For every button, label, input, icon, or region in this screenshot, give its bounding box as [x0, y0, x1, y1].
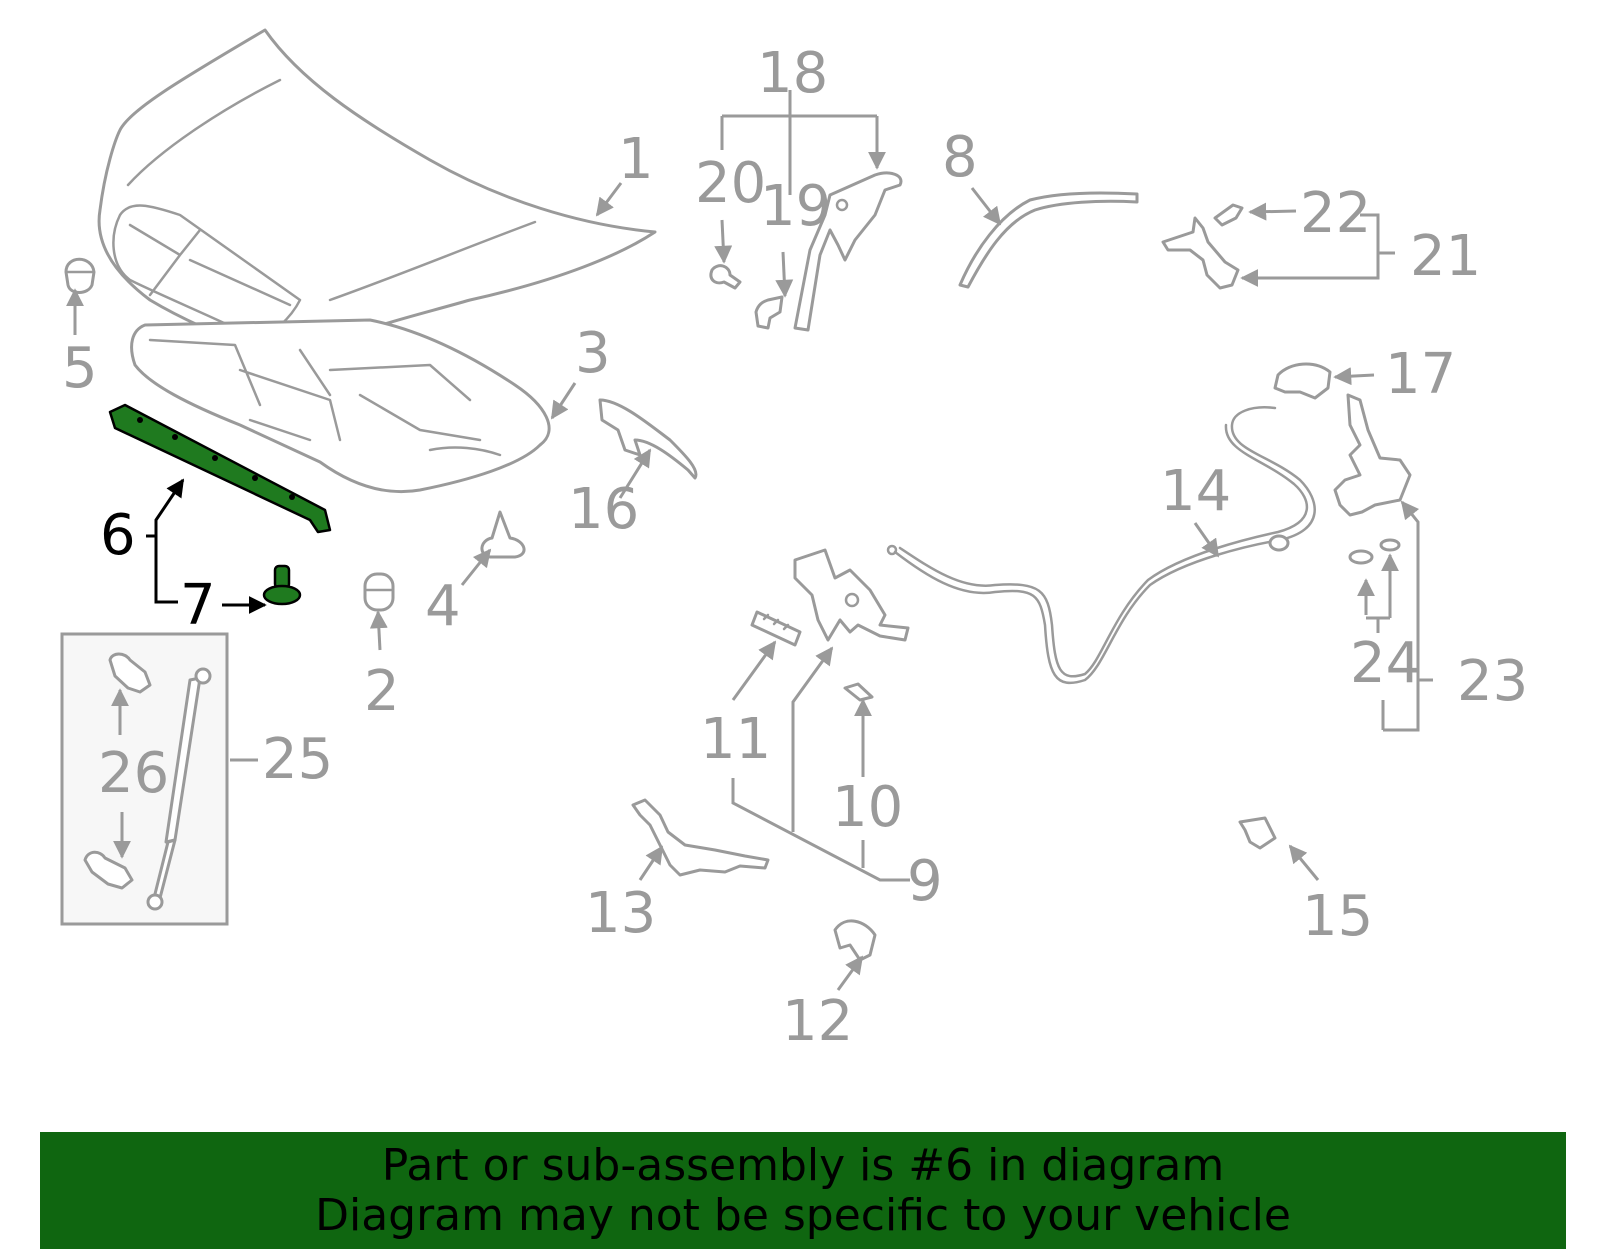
- callout-18: 18: [757, 41, 828, 106]
- banner-line-2: Diagram may not be specific to your vehi…: [315, 1189, 1291, 1241]
- callout-4: 4: [425, 574, 461, 639]
- info-banner: Part or sub-assembly is #6 in diagram Di…: [40, 1132, 1566, 1249]
- callout-24: 24: [1350, 631, 1421, 696]
- hood-stop-part: [363, 572, 395, 612]
- weatherstrip-part: [958, 191, 1139, 289]
- banner-line-1: Part or sub-assembly is #6 in diagram: [381, 1139, 1225, 1191]
- callout-21: 21: [1410, 224, 1481, 289]
- callout-15: 15: [1302, 884, 1373, 949]
- callout-25: 25: [262, 727, 333, 792]
- clip-10-part: [843, 682, 874, 702]
- strut-box-25: [60, 632, 229, 926]
- latch-pad-part: [750, 610, 802, 647]
- callout-2: 2: [364, 659, 400, 724]
- callout-12: 12: [782, 989, 853, 1054]
- callout-23: 23: [1457, 649, 1528, 714]
- hood-part: [97, 28, 657, 367]
- callout-22: 22: [1300, 181, 1371, 246]
- callout-10: 10: [832, 775, 903, 840]
- release-cable-part: [886, 406, 1316, 685]
- cushion-part: [480, 510, 526, 559]
- hood-hinge-part: [709, 171, 903, 332]
- callout-5: 5: [62, 336, 98, 401]
- clip-24-part: [1348, 538, 1401, 565]
- callout-1: 1: [618, 127, 654, 192]
- callout-9: 9: [907, 849, 943, 914]
- callout-26: 26: [98, 741, 169, 806]
- hood-bumper-part: [64, 257, 96, 294]
- hood-insulator-part: [130, 318, 551, 494]
- hood-support-part-highlighted: [108, 403, 332, 534]
- hood-latch-part: [793, 548, 910, 642]
- callout-14: 14: [1160, 459, 1231, 524]
- callout-7: 7: [180, 573, 216, 638]
- callout-19: 19: [760, 174, 831, 239]
- callout-16: 16: [568, 477, 639, 542]
- callout-13: 13: [585, 881, 656, 946]
- callout-8: 8: [942, 125, 978, 190]
- release-bracket-part: [1333, 393, 1412, 517]
- bracket-16-part: [598, 398, 698, 480]
- support-bracket-13-part: [631, 798, 770, 877]
- callout-11: 11: [700, 707, 771, 772]
- release-handle-part: [1273, 362, 1332, 400]
- callout-3: 3: [575, 321, 611, 386]
- bolt-part-highlighted: [262, 564, 302, 606]
- callout-6: 6: [100, 503, 136, 568]
- striker-bracket-part: [1161, 203, 1244, 290]
- clip-15-part: [1238, 816, 1277, 850]
- bracket-12-part: [833, 919, 877, 962]
- callout-20: 20: [695, 151, 766, 216]
- callout-17: 17: [1385, 342, 1456, 407]
